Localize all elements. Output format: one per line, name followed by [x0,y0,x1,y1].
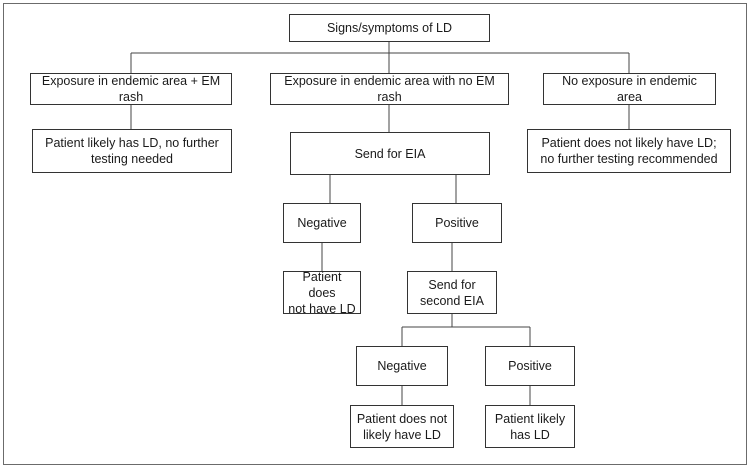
node-no-exposure: No exposure in endemic area [543,73,716,105]
node-does-not-have-ld-label: Patient does not have LD [288,269,356,316]
node-second-negative-label: Negative [377,359,427,373]
node-second-likely-ld-label: Patient likely has LD [494,411,566,442]
node-send-second-eia-label: Send for second EIA [420,277,484,308]
node-eia-positive-label: Positive [435,216,479,230]
node-second-likely-ld: Patient likely has LD [485,405,575,448]
node-second-positive: Positive [485,346,575,386]
node-exposure-no-em-rash-label: Exposure in endemic area with no EM rash [284,74,495,104]
node-exposure-em-rash-label: Exposure in endemic area + EM rash [41,74,221,104]
node-signs-symptoms: Signs/symptoms of LD [289,14,490,42]
node-eia-negative-label: Negative [297,216,347,230]
node-eia-positive: Positive [412,203,502,243]
node-send-eia: Send for EIA [290,132,490,175]
node-exposure-em-rash: Exposure in endemic area + EM rash [30,73,232,105]
node-likely-has-ld-label: Patient likely has LD, no further testin… [45,136,219,166]
diagram-frame [3,3,747,465]
node-send-second-eia: Send for second EIA [407,271,497,314]
node-not-likely-ld: Patient does not likely have LD; no furt… [527,129,731,173]
node-second-not-likely-ld-label: Patient does not likely have LD [356,411,448,442]
node-second-negative: Negative [356,346,448,386]
node-signs-symptoms-label: Signs/symptoms of LD [326,21,453,35]
node-likely-has-ld: Patient likely has LD, no further testin… [32,129,232,173]
node-exposure-no-em-rash: Exposure in endemic area with no EM rash [270,73,509,105]
node-no-exposure-label: No exposure in endemic area [562,74,697,104]
node-eia-negative: Negative [283,203,361,243]
node-second-not-likely-ld: Patient does not likely have LD [350,405,454,448]
node-does-not-have-ld: Patient does not have LD [283,269,361,316]
node-not-likely-ld-label: Patient does not likely have LD; no furt… [540,136,718,166]
node-second-positive-label: Positive [508,359,552,373]
node-send-eia-label: Send for EIA [354,146,426,161]
